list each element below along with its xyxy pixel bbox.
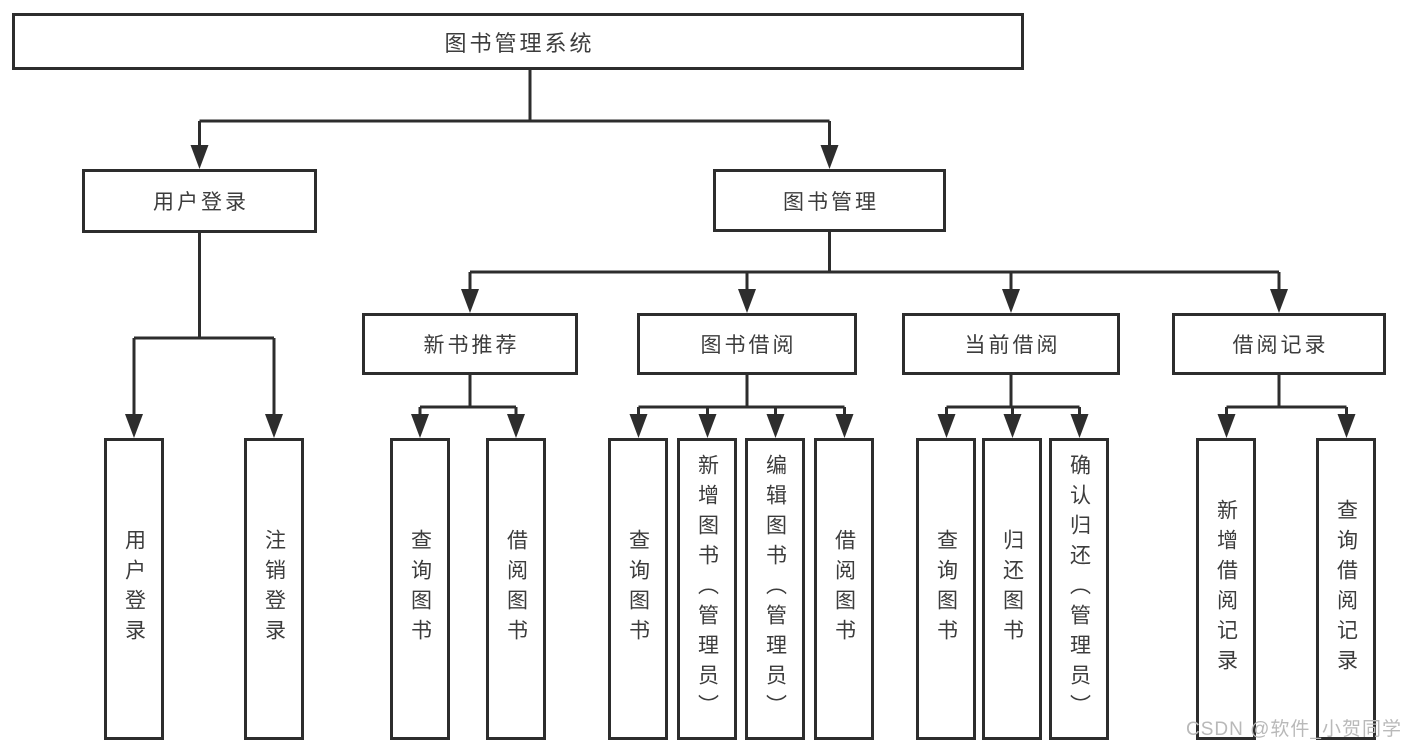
node-label: 图书管理系统 bbox=[444, 30, 595, 56]
node-label: 新增借阅记录 bbox=[1214, 499, 1238, 679]
arrow-down-icon bbox=[1337, 414, 1356, 438]
arrow-down-icon bbox=[125, 414, 143, 438]
node-label: 新书推荐 bbox=[423, 334, 520, 357]
node-label: 图书管理 bbox=[783, 190, 879, 214]
connector-root-to-branches bbox=[190, 70, 839, 169]
arrow-down-icon bbox=[411, 414, 429, 438]
arrow-down-icon bbox=[1003, 414, 1022, 438]
node-label: 借阅图书 bbox=[832, 529, 856, 649]
arrow-down-icon bbox=[766, 414, 785, 438]
node-label: 确认归还（管理员） bbox=[1067, 454, 1091, 724]
connector-borrowing-records-branch bbox=[1217, 375, 1356, 438]
node-leaf-logout-login: 注销登录 bbox=[244, 438, 304, 740]
node-leaf-confirm-return-admin: 确认归还（管理员） bbox=[1049, 438, 1109, 740]
arrow-down-icon bbox=[1002, 289, 1020, 313]
arrow-down-icon bbox=[507, 414, 525, 438]
node-leaf-query-borrow-record: 查询借阅记录 bbox=[1316, 438, 1376, 740]
node-label: 编辑图书（管理员） bbox=[763, 454, 787, 724]
node-leaf-add-books-admin: 新增图书（管理员） bbox=[677, 438, 737, 740]
arrow-down-icon bbox=[820, 145, 839, 169]
node-leaf-add-borrow-record: 新增借阅记录 bbox=[1196, 438, 1256, 740]
node-leaf-user-login: 用户登录 bbox=[104, 438, 164, 740]
node-leaf-edit-books-admin: 编辑图书（管理员） bbox=[745, 438, 805, 740]
arrow-down-icon bbox=[738, 289, 756, 313]
node-label: 用户登录 bbox=[122, 529, 146, 649]
arrow-down-icon bbox=[1270, 289, 1288, 313]
arrow-down-icon bbox=[265, 414, 283, 438]
connector-book-borrowing-branch bbox=[629, 375, 854, 438]
connector-new-book-recommendation-branch bbox=[411, 375, 525, 438]
node-book-management: 图书管理 bbox=[713, 169, 946, 232]
arrow-down-icon bbox=[698, 414, 717, 438]
node-label: 归还图书 bbox=[1000, 529, 1024, 649]
node-leaf-query-books-recommend: 查询图书 bbox=[390, 438, 450, 740]
node-new-book-recommendation: 新书推荐 bbox=[362, 313, 578, 375]
node-label: 借阅记录 bbox=[1232, 334, 1329, 357]
node-label: 新增图书（管理员） bbox=[695, 454, 719, 724]
node-leaf-query-books-borrowing: 查询图书 bbox=[608, 438, 668, 740]
node-label: 查询图书 bbox=[934, 529, 958, 649]
arrow-down-icon bbox=[629, 414, 648, 438]
node-leaf-return-books: 归还图书 bbox=[982, 438, 1042, 740]
node-user-login: 用户登录 bbox=[82, 169, 317, 233]
node-label: 注销登录 bbox=[262, 529, 286, 649]
node-label: 用户登录 bbox=[153, 191, 249, 214]
connector-current-borrowing-branch bbox=[937, 375, 1089, 438]
node-label: 借阅图书 bbox=[504, 529, 528, 649]
arrow-down-icon bbox=[1217, 414, 1236, 438]
node-label: 查询图书 bbox=[408, 529, 432, 649]
node-label: 当前借阅 bbox=[964, 334, 1061, 357]
arrow-down-icon bbox=[1070, 414, 1089, 438]
node-borrowing-records: 借阅记录 bbox=[1172, 313, 1386, 375]
node-current-borrowing: 当前借阅 bbox=[902, 313, 1120, 375]
node-library-management-system: 图书管理系统 bbox=[12, 13, 1024, 70]
node-label: 查询图书 bbox=[626, 529, 650, 649]
arrow-down-icon bbox=[190, 145, 209, 169]
node-book-borrowing: 图书借阅 bbox=[637, 313, 857, 375]
node-leaf-borrow-books-recommend: 借阅图书 bbox=[486, 438, 546, 740]
node-leaf-query-books-current: 查询图书 bbox=[916, 438, 976, 740]
watermark: CSDN @软件_小贺同学 bbox=[1186, 719, 1402, 740]
node-leaf-borrow-books-borrowing: 借阅图书 bbox=[814, 438, 874, 740]
node-label: 查询借阅记录 bbox=[1334, 499, 1358, 679]
arrow-down-icon bbox=[461, 289, 479, 313]
arrow-down-icon bbox=[835, 414, 854, 438]
connector-user-login-branch bbox=[125, 233, 283, 438]
node-label: 图书借阅 bbox=[700, 334, 797, 357]
connector-book-management-branch bbox=[461, 232, 1288, 313]
arrow-down-icon bbox=[937, 414, 956, 438]
